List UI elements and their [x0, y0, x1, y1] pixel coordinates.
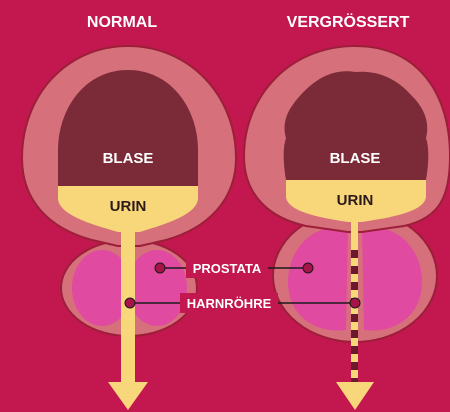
enlarged-bladder-label: BLASE [330, 150, 381, 167]
normal-panel: NORMAL BLASE URIN [22, 14, 236, 410]
prostate-pointer-right [303, 263, 313, 273]
enlarged-panel: VERGRÖSSERT BLASE URIN [244, 12, 450, 410]
normal-urine-label: URIN [110, 198, 147, 215]
normal-bladder-label: BLASE [103, 150, 154, 167]
prostate-label: PROSTATA [193, 261, 262, 276]
urethra-pointer-left [125, 298, 135, 308]
prostate-pointer-left [155, 263, 165, 273]
urethra-pointer-right [350, 298, 360, 308]
normal-title: NORMAL [87, 14, 157, 31]
enlarged-flow-arrow [336, 382, 374, 410]
urethra-label: HARNRÖHRE [187, 296, 272, 311]
normal-prostate-right-lobe [127, 250, 187, 326]
enlarged-urine-label: URIN [337, 192, 374, 209]
normal-urethra [121, 226, 135, 391]
enlarged-title: VERGRÖSSERT [287, 12, 410, 31]
normal-flow-arrow [108, 382, 148, 410]
